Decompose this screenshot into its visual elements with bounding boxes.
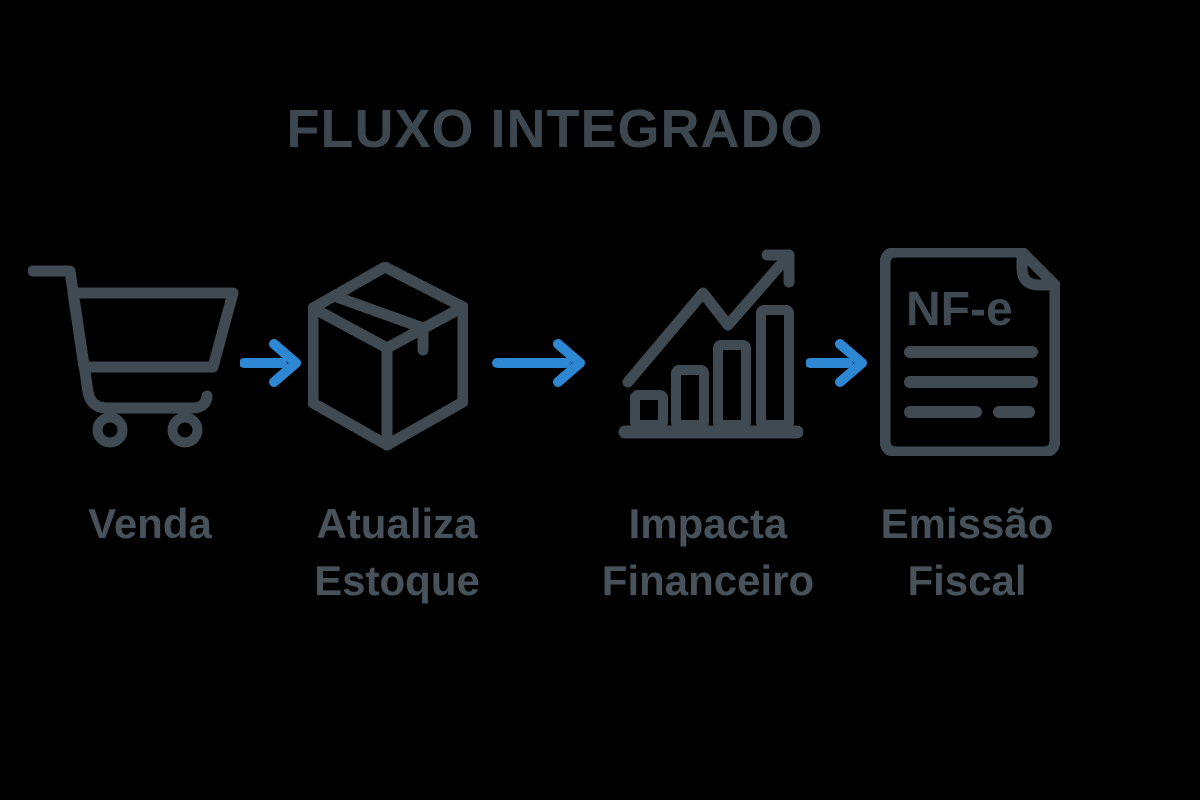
- invoice-document-icon: NF-e: [880, 248, 1060, 456]
- step-label-venda: Venda: [88, 500, 212, 547]
- package-box-icon: [308, 262, 468, 452]
- arrow-right-icon: [492, 337, 588, 389]
- bar-chart-growth-icon: [618, 248, 803, 443]
- arrow-right-icon: [240, 337, 304, 389]
- arrow-right-icon: [806, 337, 870, 389]
- step-label-impacta-financeiro: Impacta Financeiro: [601, 500, 815, 604]
- diagram-title: FLUXO INTEGRADO: [286, 99, 824, 159]
- shopping-cart-icon: [28, 260, 243, 455]
- step-label-atualiza-estoque: Atualiza Estoque: [314, 500, 480, 604]
- nfe-document-text: NF-e: [906, 283, 1013, 336]
- step-label-emissao-fiscal: Emissão Fiscal: [880, 500, 1054, 604]
